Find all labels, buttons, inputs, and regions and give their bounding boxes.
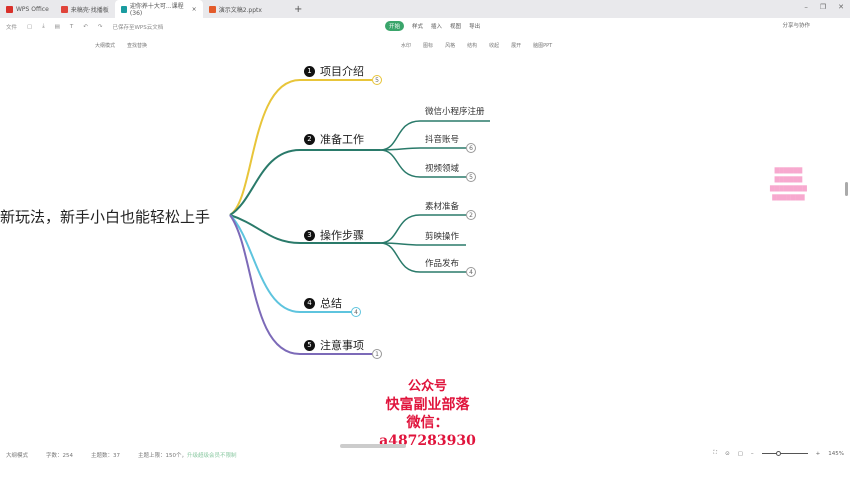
- upgrade-link[interactable]: 升级超级会员不限制: [187, 453, 237, 459]
- ppt-icon: [208, 5, 216, 13]
- redo-icon[interactable]: ↷: [97, 23, 103, 30]
- collapse-badge[interactable]: 4: [351, 307, 361, 317]
- tab-wps[interactable]: WPS Office: [0, 0, 55, 18]
- find-replace-button[interactable]: 查找替换: [127, 42, 148, 49]
- sub-line-2-2: [379, 147, 466, 151]
- topic-count: 主题数：37: [91, 453, 121, 459]
- vertical-scrollbar[interactable]: [845, 182, 848, 196]
- fullscreen-icon[interactable]: ▢: [737, 450, 743, 457]
- save-status: 已保存至WPS云文档: [112, 24, 164, 31]
- root-topic[interactable]: 新玩法，新手小白也能轻松上手: [0, 208, 211, 226]
- topic-limit: 主题上限：150个，: [138, 453, 188, 459]
- window-close-button[interactable]: ✕: [838, 3, 844, 11]
- icon-button[interactable]: 图标: [423, 42, 434, 49]
- sub-line-2-1: [379, 120, 490, 151]
- menu-insert[interactable]: 插入: [431, 24, 443, 30]
- zoom-out-button[interactable]: –: [750, 450, 754, 457]
- subtopic[interactable]: 微信小程序注册: [425, 107, 485, 117]
- close-icon[interactable]: ×: [191, 5, 197, 13]
- collapse-badge[interactable]: 4: [466, 267, 476, 277]
- expand-button[interactable]: 展开: [511, 42, 522, 49]
- structure-button[interactable]: 结构: [467, 42, 478, 49]
- subtopic[interactable]: 视频领域: [425, 164, 460, 174]
- save-icon[interactable]: ▢: [27, 23, 33, 30]
- sub-line-3-2: [379, 242, 466, 246]
- menu-export[interactable]: 导出: [469, 24, 481, 30]
- branch-line-3: [229, 214, 380, 244]
- undo-icon[interactable]: ↶: [83, 23, 88, 30]
- share-button[interactable]: 分享与协作: [782, 23, 810, 29]
- menu-view[interactable]: 视图: [450, 24, 462, 30]
- file-menu[interactable]: 文件: [6, 24, 18, 31]
- status-bar: 大纲模式 字数：254 主题数：37 主题上限：150个，升级超级会员不限制: [6, 449, 846, 461]
- subtopic[interactable]: 作品发布: [425, 259, 460, 269]
- branch-line-2: [229, 149, 380, 216]
- collapse-badge[interactable]: 5: [372, 75, 382, 85]
- sub-line-2-3: [379, 149, 466, 178]
- subtopic[interactable]: 素材准备: [425, 202, 460, 212]
- fit-icon[interactable]: ⛶: [713, 450, 718, 456]
- tab-bar: WPS Office 来稿壳·找播板 迎你养十大可...课程(36)× 演示文稿…: [0, 0, 850, 18]
- doc-icon: [60, 5, 68, 13]
- watermark: 公众号 快富副业部落 微信：a487283930: [379, 379, 476, 449]
- tab-mindmap[interactable]: 迎你养十大可...课程(36)×: [114, 0, 203, 18]
- menu-start[interactable]: 开始: [385, 21, 405, 31]
- quick-toolbar: 文件 ▢ ⤓ ▤ T ↶ ↷ 已保存至WPS云文档: [0, 18, 850, 35]
- format-icon[interactable]: T: [69, 23, 74, 30]
- collapse-badge[interactable]: 6: [466, 143, 476, 153]
- branch-line-1: [229, 79, 372, 216]
- collapse-badge[interactable]: 5: [466, 172, 476, 182]
- word-count: 字数：254: [46, 453, 74, 459]
- collapse-badge[interactable]: 2: [466, 210, 476, 220]
- format-toolbar: 大纲模式 查找替换 水印 图标 风格 结构 收起 展开 脑图PPT: [95, 37, 552, 53]
- tab-doc[interactable]: 来稿壳·找播板: [55, 0, 115, 18]
- pink-watermark: ▇▇▇▇▇▇▇▇▇▇▇▇▇▇▇▇▇▇▇▇▇▇▇▇▇▇▇: [770, 167, 807, 201]
- maximize-button[interactable]: ❐: [819, 3, 827, 11]
- outline-mode-toggle[interactable]: 大纲模式: [6, 453, 29, 459]
- subtopic[interactable]: 剪映操作: [425, 232, 460, 242]
- zoom-controls: ⛶ ⊙ ▢ – + 145%: [713, 450, 844, 457]
- zoom-in-button[interactable]: +: [815, 450, 821, 457]
- branch-line-5: [229, 214, 372, 355]
- locate-icon[interactable]: ⊙: [725, 450, 730, 457]
- branch-line-4: [229, 214, 352, 313]
- watermark-button[interactable]: 水印: [401, 42, 412, 49]
- tab-pptx[interactable]: 演示文稿2.pptx: [203, 0, 268, 18]
- mindmap-icon: [120, 5, 127, 13]
- mindmap-ppt-button[interactable]: 脑图PPT: [533, 42, 553, 49]
- sub-line-3-3: [379, 242, 466, 273]
- main-menu: 开始 样式 插入 视图 导出: [385, 21, 480, 31]
- subtopic[interactable]: 抖音账号: [425, 135, 460, 145]
- zoom-level: 145%: [828, 450, 844, 457]
- zoom-slider[interactable]: [761, 451, 808, 456]
- collapse-button[interactable]: 收起: [489, 42, 500, 49]
- menu-style[interactable]: 样式: [412, 24, 424, 30]
- wps-icon: [6, 5, 13, 13]
- print-icon[interactable]: ▤: [54, 23, 60, 30]
- new-tab-button[interactable]: +: [293, 3, 303, 15]
- minimize-button[interactable]: –: [804, 3, 808, 11]
- outline-mode-button[interactable]: 大纲模式: [95, 42, 116, 49]
- collapse-badge[interactable]: 1: [372, 349, 382, 359]
- download-icon[interactable]: ⤓: [42, 23, 45, 29]
- horizontal-scrollbar[interactable]: [340, 444, 406, 448]
- style-button[interactable]: 风格: [445, 42, 456, 49]
- sub-line-3-1: [379, 214, 466, 244]
